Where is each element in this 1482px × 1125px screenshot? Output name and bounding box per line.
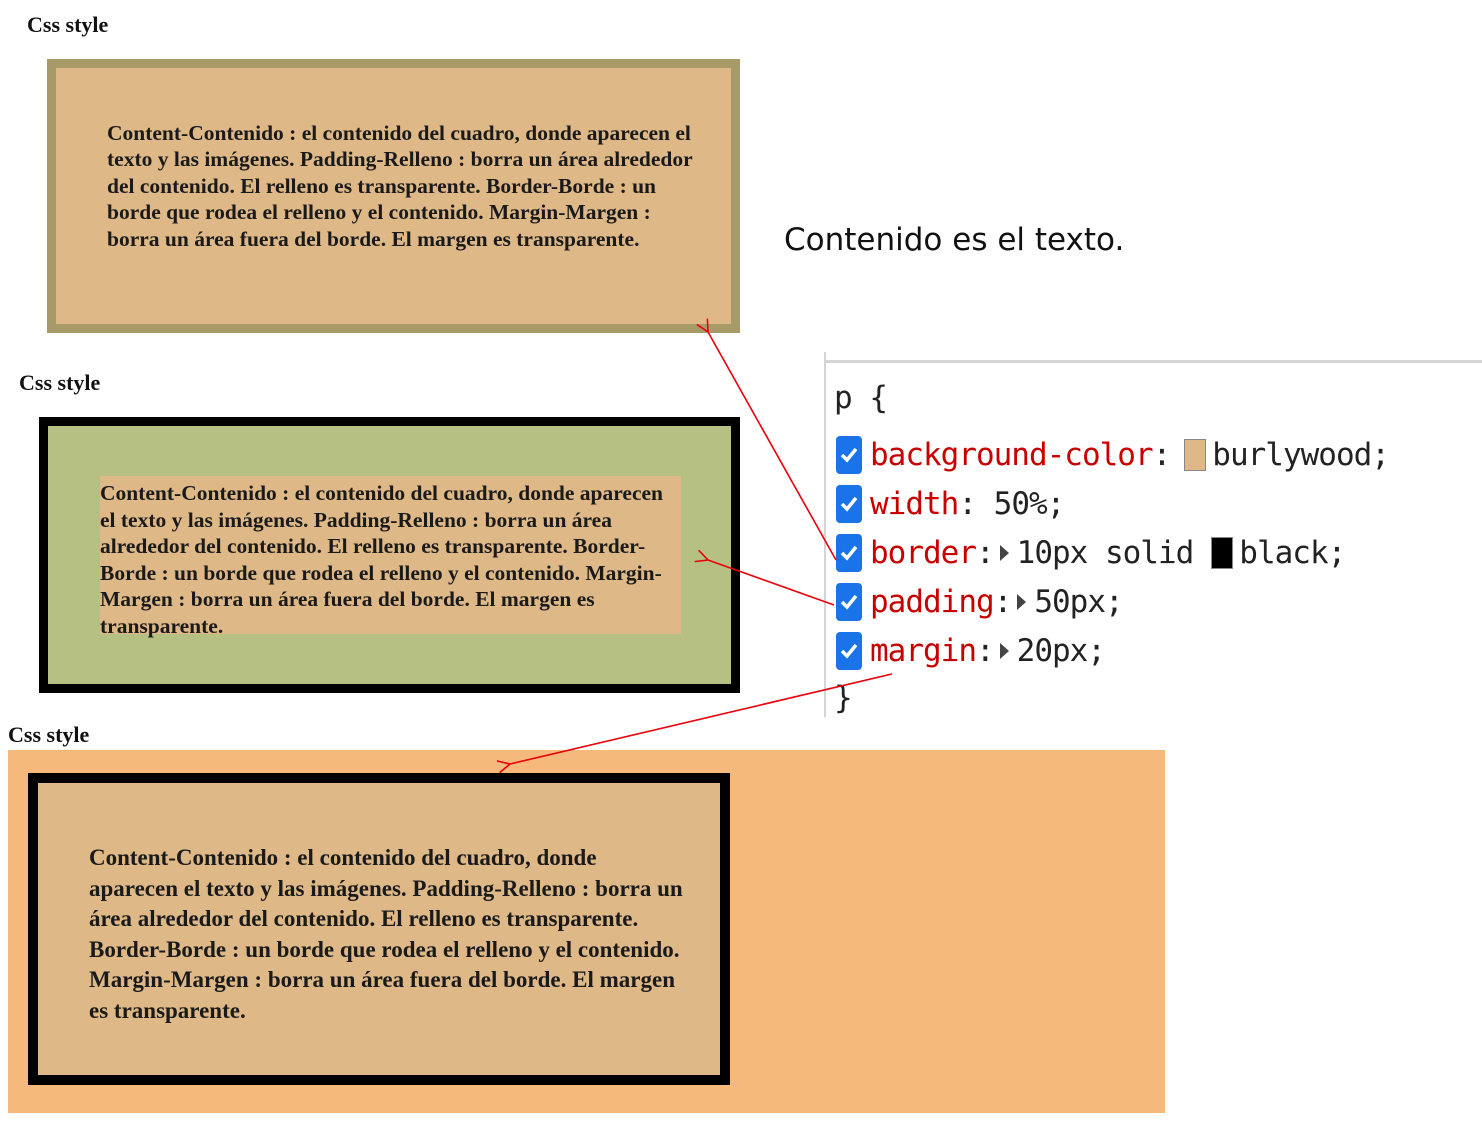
- content-caption: Contenido es el texto.: [784, 222, 1125, 258]
- expand-triangle-icon[interactable]: [999, 545, 1009, 561]
- example-2-box-padding-highlight: Content-Contenido : el contenido del cua…: [39, 417, 740, 693]
- property-value-color[interactable]: black;: [1239, 535, 1346, 571]
- css-inspector-panel: p { background-color: burlywood; width: …: [824, 352, 1482, 717]
- example-2-content-area: [100, 476, 681, 634]
- example-3-heading: Css style: [8, 722, 90, 747]
- property-name: width: [870, 486, 959, 522]
- checkbox-margin[interactable]: [836, 632, 862, 670]
- arrow-margin-to-example-3: [510, 673, 893, 764]
- checkmark-icon: [840, 643, 858, 659]
- checkmark-icon: [840, 496, 858, 512]
- example-1-heading: Css style: [27, 12, 109, 37]
- checkmark-icon: [840, 447, 858, 463]
- example-2-paragraph: Content-Contenido : el contenido del cua…: [100, 481, 663, 638]
- property-value[interactable]: 10px solid: [1016, 535, 1195, 571]
- example-2-heading: Css style: [19, 370, 101, 395]
- expand-triangle-icon[interactable]: [999, 643, 1009, 659]
- checkmark-icon: [840, 545, 858, 561]
- css-selector-open: p {: [834, 380, 888, 416]
- checkbox-padding[interactable]: [836, 583, 862, 621]
- declaration-width: width: 50%;: [836, 483, 1066, 525]
- property-value[interactable]: 50px;: [1034, 584, 1123, 620]
- property-value[interactable]: burlywood;: [1212, 437, 1390, 473]
- example-3-margin-highlight: Content-Contenido : el contenido del cua…: [8, 750, 1165, 1113]
- checkmark-icon: [840, 594, 858, 610]
- declaration-border: border: 10px solid black;: [836, 532, 1346, 574]
- declaration-padding: padding: 50px;: [836, 581, 1124, 623]
- panel-top-divider: [826, 360, 1482, 363]
- example-1-box: Content-Contenido : el contenido del cua…: [47, 59, 740, 333]
- property-value[interactable]: 50%;: [993, 486, 1066, 522]
- property-name: background-color: [870, 437, 1154, 473]
- arrow-padding-to-example-2: [708, 560, 835, 606]
- panel-left-divider: [824, 352, 826, 717]
- declaration-margin: margin: 20px;: [836, 630, 1106, 672]
- color-swatch-icon[interactable]: [1211, 537, 1234, 569]
- property-value[interactable]: 20px;: [1016, 633, 1106, 669]
- property-name: margin: [870, 633, 977, 669]
- expand-triangle-icon[interactable]: [1017, 594, 1027, 610]
- declaration-background-color: background-color: burlywood;: [836, 434, 1390, 476]
- checkbox-width[interactable]: [836, 485, 862, 523]
- property-name: border: [870, 535, 977, 571]
- css-selector-close: }: [834, 680, 853, 716]
- example-1-paragraph: Content-Contenido : el contenido del cua…: [107, 121, 693, 251]
- property-name: padding: [870, 584, 995, 620]
- example-3-box: Content-Contenido : el contenido del cua…: [28, 773, 730, 1085]
- checkbox-background-color[interactable]: [836, 436, 862, 474]
- color-swatch-icon[interactable]: [1184, 439, 1207, 471]
- checkbox-border[interactable]: [836, 534, 862, 572]
- example-3-paragraph: Content-Contenido : el contenido del cua…: [89, 845, 683, 1023]
- arrow-border-to-example-1: [708, 332, 837, 561]
